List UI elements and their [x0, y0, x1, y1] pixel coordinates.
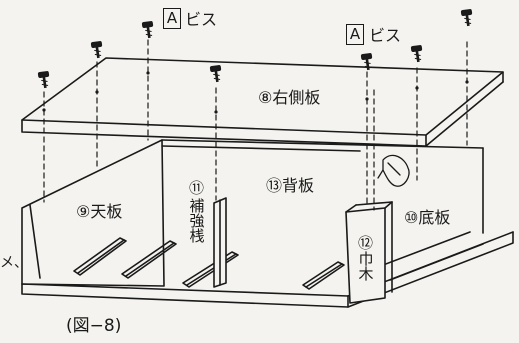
screw-label-left: ビス [185, 10, 218, 29]
bottom-board [21, 231, 514, 308]
screw-type-a-box-right: A [346, 24, 364, 45]
right-side-panel [21, 57, 504, 147]
screws [37, 9, 473, 89]
floor-slats [73, 237, 345, 290]
label-bottom-board: ⑩底板 [404, 208, 451, 227]
back-panel [161, 139, 484, 234]
top-panel-left [21, 139, 165, 287]
label-reinforcement-number: ⑪ [189, 179, 205, 197]
reinforcement-slat [213, 197, 227, 288]
screw-label-right: ビス [369, 26, 402, 45]
label-reinforcement-slat: 補 強 桟 [189, 197, 205, 245]
left-edge-mark: メ、 [0, 255, 28, 271]
skirting-board [345, 201, 393, 304]
label-skirting-board: 巾 木 [358, 250, 374, 283]
screw-type-a-box-left: A [163, 8, 181, 29]
hand-sketch [377, 154, 410, 187]
label-back-panel: ⑬背板 [266, 176, 315, 195]
label-right-side-panel: ⑧右側板 [258, 88, 321, 107]
label-skirting-number: ⑫ [358, 234, 374, 252]
hole-dots [42, 71, 469, 114]
label-top-panel: ⑨天板 [76, 202, 123, 221]
figure-caption: (図−8) [66, 316, 122, 336]
